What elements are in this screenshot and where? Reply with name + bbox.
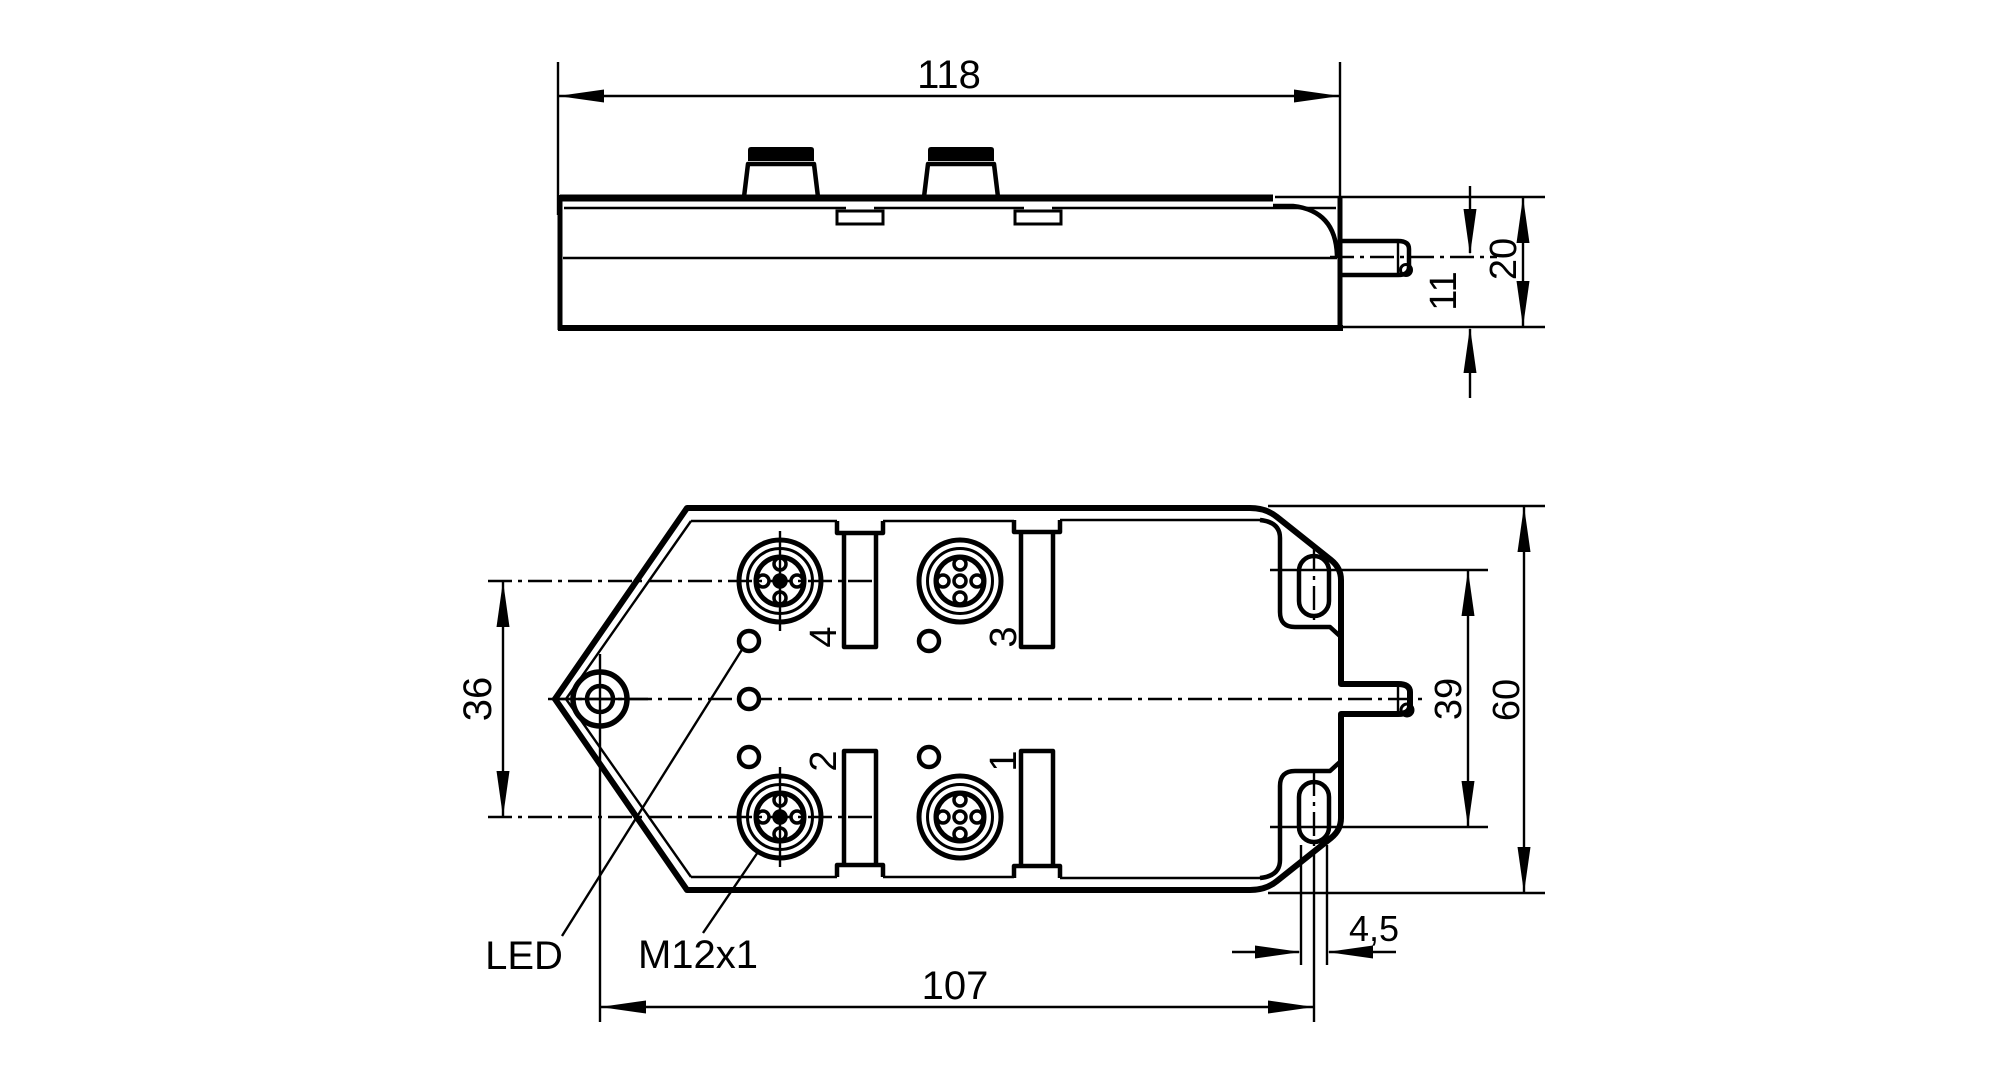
bottom-body-outline <box>552 505 1413 893</box>
bottom-cable-stub <box>1396 686 1415 718</box>
dim-36: 36 <box>456 581 510 817</box>
dim-39: 39 <box>1270 568 1488 829</box>
dim-60: 60 <box>1268 504 1545 895</box>
led-callout-label: LED <box>485 934 563 978</box>
recess-channel-bottom-2 <box>1011 748 1063 878</box>
led-callout: LED <box>485 647 745 978</box>
side-view: 118 <box>556 53 1545 398</box>
dim-60-label: 60 <box>1486 679 1528 721</box>
side-body-shoulder <box>1273 203 1340 259</box>
led-port-3 <box>916 628 942 654</box>
mounting-slot-top <box>1296 553 1332 619</box>
dim-107-label: 107 <box>922 964 989 1008</box>
led-port-4 <box>736 628 762 654</box>
screw-hole-target <box>552 654 648 745</box>
dim-39-label: 39 <box>1428 678 1470 720</box>
connector-port-1 <box>919 776 1001 858</box>
thread-callout-label: M12x1 <box>638 933 758 977</box>
connector-port-3 <box>919 540 1001 622</box>
connector-port-4 <box>739 531 821 631</box>
dim-11-label: 11 <box>1423 271 1465 310</box>
led-port-2 <box>736 744 762 770</box>
port-2-label: 2 <box>803 750 845 771</box>
port-1-label: 1 <box>983 750 1025 771</box>
dim-4-5: 4,5 <box>1232 845 1399 965</box>
led-port-1 <box>916 744 942 770</box>
dim-20-label: 20 <box>1483 238 1525 280</box>
side-body <box>557 194 1343 331</box>
side-tab-1 <box>835 204 885 226</box>
connector-port-2 <box>739 767 821 867</box>
recess-channel-bottom-1 <box>834 748 886 877</box>
mounting-pocket-top <box>1259 517 1343 639</box>
recess-channel-top-1 <box>834 521 886 650</box>
recess-channel-top-2 <box>1011 520 1063 650</box>
side-connector-bushing-1 <box>741 147 821 200</box>
side-tab-2 <box>1013 204 1063 226</box>
led-center <box>736 686 762 712</box>
port-3-label: 3 <box>983 626 1025 647</box>
dim-107: 107 <box>598 745 1316 1022</box>
side-connector-bushing-2 <box>921 147 1001 200</box>
dim-36-label: 36 <box>456 677 500 722</box>
dim-20: 20 <box>1275 195 1545 329</box>
dim-118: 118 <box>556 53 1342 215</box>
bottom-body-inner-lines <box>565 518 1262 880</box>
dim-11: 11 <box>1423 186 1477 398</box>
port-4-label: 4 <box>803 626 845 647</box>
side-cable-stub <box>1330 238 1497 278</box>
bottom-view: 4 3 2 1 36 39 60 <box>456 504 1545 1022</box>
dim-4-5-label: 4,5 <box>1349 908 1399 949</box>
dim-118-label: 118 <box>917 53 981 97</box>
thread-callout: M12x1 <box>638 851 759 977</box>
